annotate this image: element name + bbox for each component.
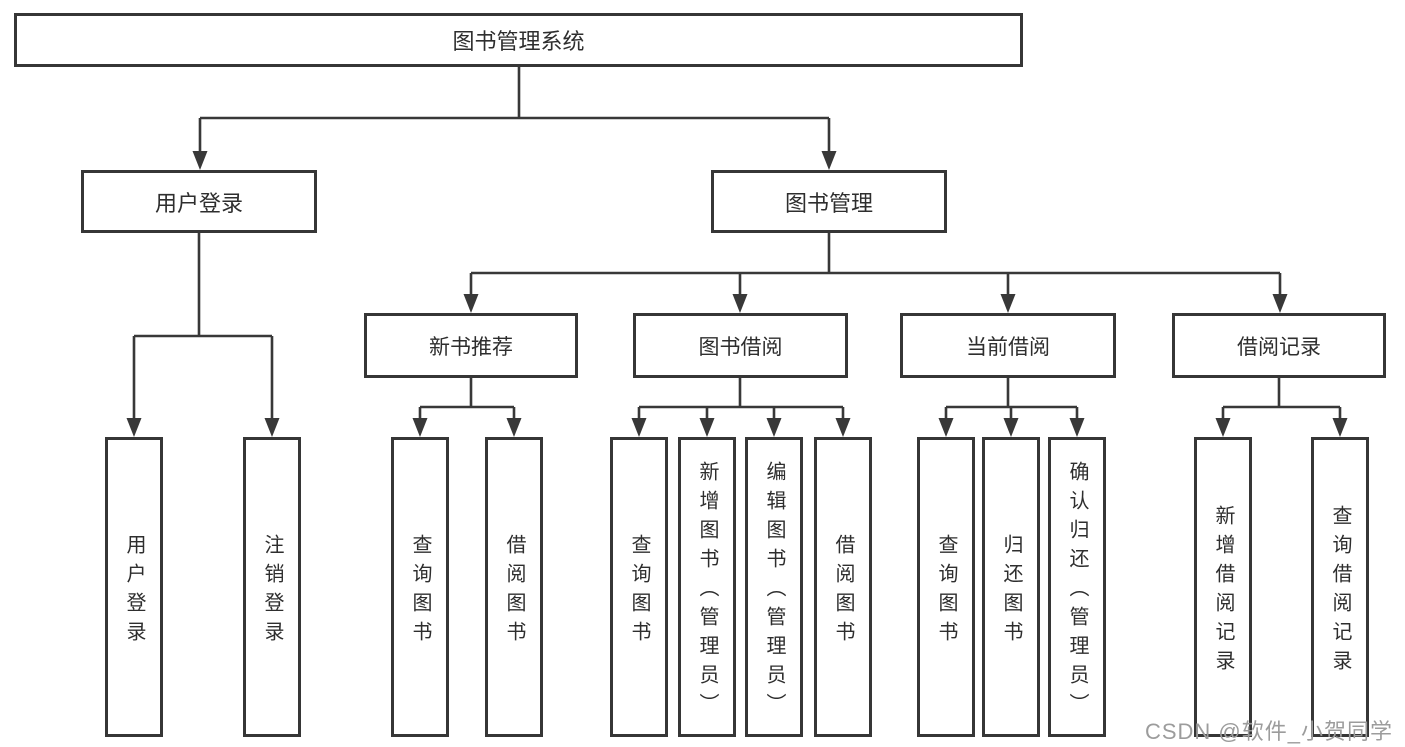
leaf-label: 查询图书 — [628, 533, 650, 650]
node-borrow-record: 借阅记录 — [1172, 313, 1386, 378]
leaf-label: 用户登录 — [123, 533, 145, 650]
csdn-watermark: CSDN @软件_小贺同学 — [1144, 719, 1393, 744]
node-book-borrow: 图书借阅 — [633, 313, 848, 378]
leaf-confirm-return-admin: 确认归还（管理员） — [1048, 437, 1106, 737]
leaf-label: 新增图书（管理员） — [696, 461, 718, 722]
leaf-query-book-borrow: 查询图书 — [610, 437, 668, 737]
node-label: 借阅记录 — [1237, 335, 1321, 359]
node-label: 图书管理系统 — [452, 29, 585, 54]
leaf-label: 编辑图书（管理员） — [763, 461, 785, 722]
connector-bookborrow-to-leaves — [631, 378, 851, 437]
leaf-user-login: 用户登录 — [105, 437, 163, 737]
leaf-label: 借阅图书 — [503, 533, 525, 650]
leaf-label: 查询图书 — [935, 533, 957, 650]
connector-newbook-to-leaves — [412, 378, 522, 437]
leaf-label: 查询借阅记录 — [1329, 504, 1351, 679]
node-root-library-system: 图书管理系统 — [14, 13, 1023, 67]
leaf-query-book-recommend: 查询图书 — [391, 437, 449, 737]
node-label: 用户登录 — [154, 190, 243, 216]
leaf-borrow-book: 借阅图书 — [814, 437, 872, 737]
leaf-return-book: 归还图书 — [982, 437, 1040, 737]
node-label: 图书管理 — [784, 190, 873, 216]
leaf-logout: 注销登录 — [243, 437, 301, 737]
leaf-label: 确认归还（管理员） — [1066, 461, 1088, 722]
node-label: 新书推荐 — [429, 335, 513, 359]
leaf-edit-book-admin: 编辑图书（管理员） — [745, 437, 803, 737]
leaf-borrow-book-recommend: 借阅图书 — [485, 437, 543, 737]
connector-bookmgmt-to-level3 — [463, 233, 1288, 313]
connector-borrowrecord-to-leaves — [1215, 378, 1348, 437]
leaf-label: 查询图书 — [409, 533, 431, 650]
node-label: 当前借阅 — [966, 335, 1050, 359]
leaf-label: 新增借阅记录 — [1212, 504, 1234, 679]
leaf-add-book-admin: 新增图书（管理员） — [678, 437, 736, 737]
leaf-label: 注销登录 — [261, 533, 283, 650]
node-label: 图书借阅 — [698, 335, 783, 359]
node-book-management: 图书管理 — [711, 170, 947, 233]
node-user-login: 用户登录 — [81, 170, 317, 233]
connector-root-to-level2 — [192, 67, 837, 170]
leaf-query-borrow-record: 查询借阅记录 — [1311, 437, 1369, 737]
leaf-label: 借阅图书 — [832, 533, 854, 650]
leaf-label: 归还图书 — [1000, 533, 1022, 650]
node-new-book-recommend: 新书推荐 — [364, 313, 578, 378]
node-current-borrow: 当前借阅 — [900, 313, 1116, 378]
connector-userlogin-to-leaves — [126, 233, 280, 437]
connector-currentborrow-to-leaves — [938, 378, 1085, 437]
leaf-query-book-current: 查询图书 — [917, 437, 975, 737]
leaf-add-borrow-record: 新增借阅记录 — [1194, 437, 1252, 737]
